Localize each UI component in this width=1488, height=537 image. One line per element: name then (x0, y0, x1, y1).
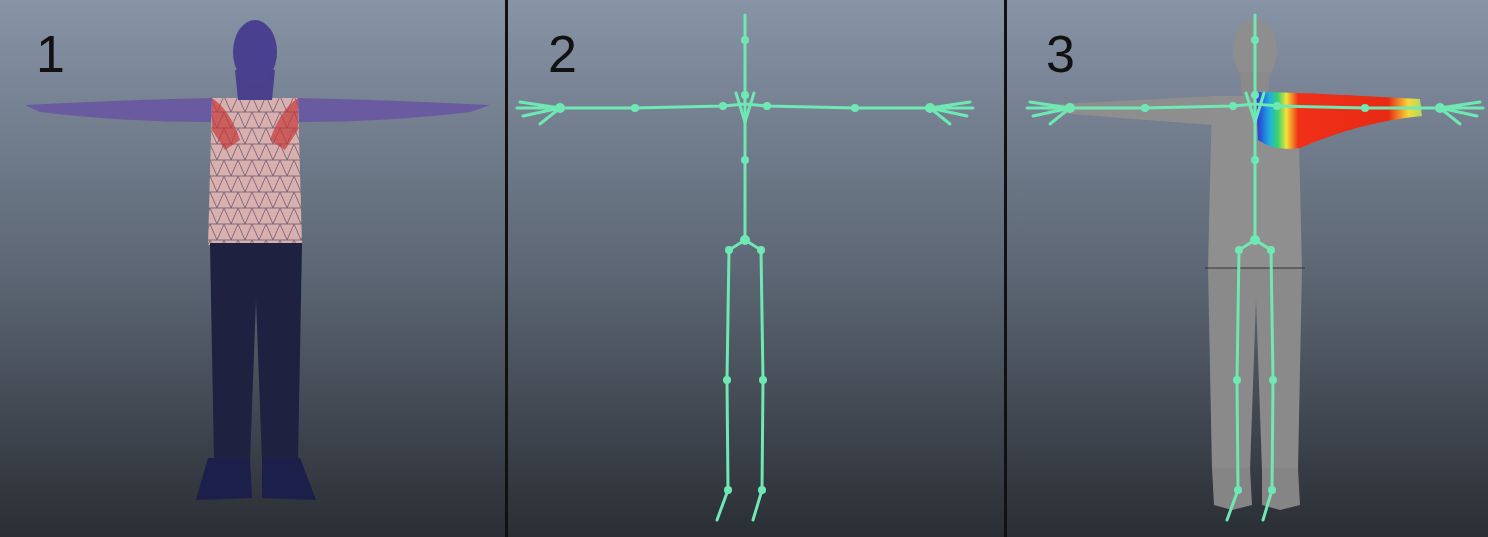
panel-number: 3 (1046, 28, 1075, 80)
skeleton (517, 15, 973, 520)
panel-number: 2 (548, 28, 577, 80)
panel-number: 1 (36, 28, 65, 80)
skeleton-overlay (1027, 15, 1483, 520)
skinned-mesh (1040, 18, 1422, 510)
character-model (25, 20, 490, 500)
